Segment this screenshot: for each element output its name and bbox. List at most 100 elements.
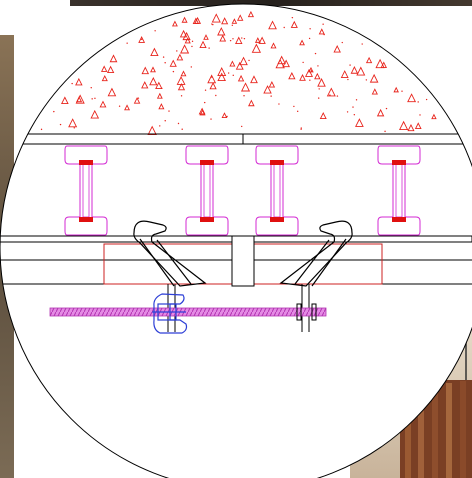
weld-mark: [200, 160, 214, 165]
concrete-aggregate-mark: [101, 75, 108, 82]
weld-mark: [392, 160, 406, 165]
weld-mark: [79, 160, 93, 165]
concrete-aggregate-dot: [190, 66, 192, 68]
concrete-aggregate-dot: [314, 52, 317, 55]
concrete-aggregate-mark: [319, 112, 327, 120]
concrete-aggregate-dot: [361, 43, 363, 45]
concrete-aggregate-mark: [149, 76, 158, 86]
concrete-aggregate-dot: [212, 23, 214, 26]
concrete-aggregate-mark: [68, 118, 78, 128]
h-beam-4: [377, 145, 421, 236]
concrete-aggregate-dot: [191, 40, 194, 43]
concrete-aggregate-dot: [164, 120, 166, 122]
concrete-aggregate-dot: [401, 90, 403, 92]
threaded-rod: [49, 303, 327, 321]
concrete-aggregate-mark: [100, 65, 108, 72]
concrete-aggregate-mark: [99, 100, 107, 108]
concrete-aggregate-dot: [352, 106, 354, 108]
concrete-aggregate-dot: [341, 41, 343, 44]
concrete-aggregate-dot: [308, 37, 311, 40]
concrete-aggregate-dot: [232, 74, 234, 77]
concrete-aggregate-dot: [118, 105, 121, 107]
concrete-aggregate-dot: [349, 64, 351, 66]
h-beam-outline: [377, 145, 421, 236]
concrete-aggregate-dot: [291, 16, 294, 19]
concrete-aggregate-mark: [431, 113, 437, 120]
concrete-aggregate-mark: [299, 74, 306, 81]
concrete-aggregate-mark: [217, 72, 226, 82]
concrete-aggregate-dot: [365, 79, 368, 81]
concrete-aggregate-mark: [177, 83, 186, 91]
concrete-aggregate-mark: [414, 122, 422, 129]
concrete-aggregate-dot: [204, 89, 207, 91]
concrete-aggregate-dot: [243, 37, 246, 40]
concrete-aggregate-mark: [371, 88, 378, 95]
concrete-aggregate-mark: [150, 66, 156, 73]
concrete-aggregate-mark: [203, 34, 209, 40]
concrete-aggregate-mark: [150, 47, 159, 57]
concrete-aggregate-mark: [288, 71, 296, 80]
concrete-aggregate-mark: [251, 43, 262, 53]
concrete-aggregate-mark: [376, 108, 385, 117]
concrete-aggregate-mark: [141, 81, 149, 89]
concrete-aggregate-mark: [124, 104, 131, 111]
concrete-aggregate-dot: [241, 125, 243, 128]
concrete-aggregate-mark: [90, 109, 100, 119]
h-beam-outline: [64, 145, 108, 236]
concrete-aggregate-dot: [243, 95, 245, 97]
concrete-aggregate-dot: [40, 128, 43, 131]
h-beam-3: [255, 145, 299, 236]
concrete-aggregate-mark: [254, 37, 261, 43]
concrete-aggregate-mark: [192, 17, 200, 24]
concrete-aggregate-mark: [207, 74, 217, 84]
h-beam-outline: [185, 145, 229, 236]
concrete-aggregate-mark: [263, 85, 272, 94]
concrete-aggregate-mark: [407, 123, 415, 132]
concrete-aggregate-mark: [350, 66, 359, 74]
concrete-aggregate-mark: [209, 82, 217, 90]
concrete-aggregate-mark: [317, 78, 326, 87]
concrete-aggregate-mark: [180, 70, 187, 77]
concrete-aggregate-mark: [398, 120, 409, 130]
concrete-aggregate-mark: [221, 17, 229, 25]
concrete-aggregate-dot: [248, 59, 250, 62]
concrete-aggregate-mark: [158, 103, 165, 110]
concrete-aggregate-mark: [326, 87, 336, 97]
weld-mark: [270, 160, 284, 165]
concrete-aggregate-dot: [154, 30, 156, 32]
concrete-aggregate-mark: [199, 109, 206, 116]
concrete-aggregate-mark: [141, 66, 150, 75]
concrete-aggregate-dot: [172, 70, 175, 73]
concrete-aggregate-mark: [156, 92, 163, 99]
concrete-aggregate-dot: [318, 97, 320, 99]
concrete-aggregate-mark: [239, 56, 248, 66]
concrete-aggregate-dot: [347, 78, 349, 81]
concrete-aggregate-dot: [208, 47, 210, 49]
concrete-aggregate-dot: [210, 118, 212, 120]
concrete-aggregate-mark: [318, 28, 325, 35]
concrete-aggregate-dot: [322, 23, 324, 25]
concrete-aggregate-dot: [164, 62, 166, 64]
concrete-aggregate-dot: [309, 28, 311, 30]
concrete-aggregate-dot: [227, 72, 230, 74]
concrete-aggregate-mark: [171, 20, 178, 27]
concrete-aggregate-mark: [369, 73, 379, 83]
concrete-aggregate-mark: [217, 67, 227, 76]
concrete-aggregate-dot: [137, 97, 140, 99]
concrete-aggregate-dot: [346, 111, 349, 113]
concrete-aggregate-mark: [155, 81, 163, 89]
concrete-aggregate-mark: [237, 14, 244, 21]
concrete-aggregate-dot: [177, 122, 180, 125]
concrete-aggregate-mark: [75, 77, 83, 86]
concrete-aggregate-mark: [407, 93, 417, 103]
concrete-aggregate-dot: [90, 87, 92, 89]
concrete-aggregate-dot: [168, 110, 170, 112]
concrete-aggregate-mark: [184, 37, 191, 44]
concrete-aggregate-mark: [221, 112, 228, 119]
concrete-aggregate-dot: [126, 42, 128, 44]
concrete-aggregate-mark: [314, 72, 321, 80]
concrete-aggregate-dot: [211, 23, 213, 25]
concrete-aggregate-mark: [304, 68, 314, 77]
concrete-aggregate-dot: [278, 103, 280, 105]
concrete-aggregate-dot: [329, 94, 331, 96]
